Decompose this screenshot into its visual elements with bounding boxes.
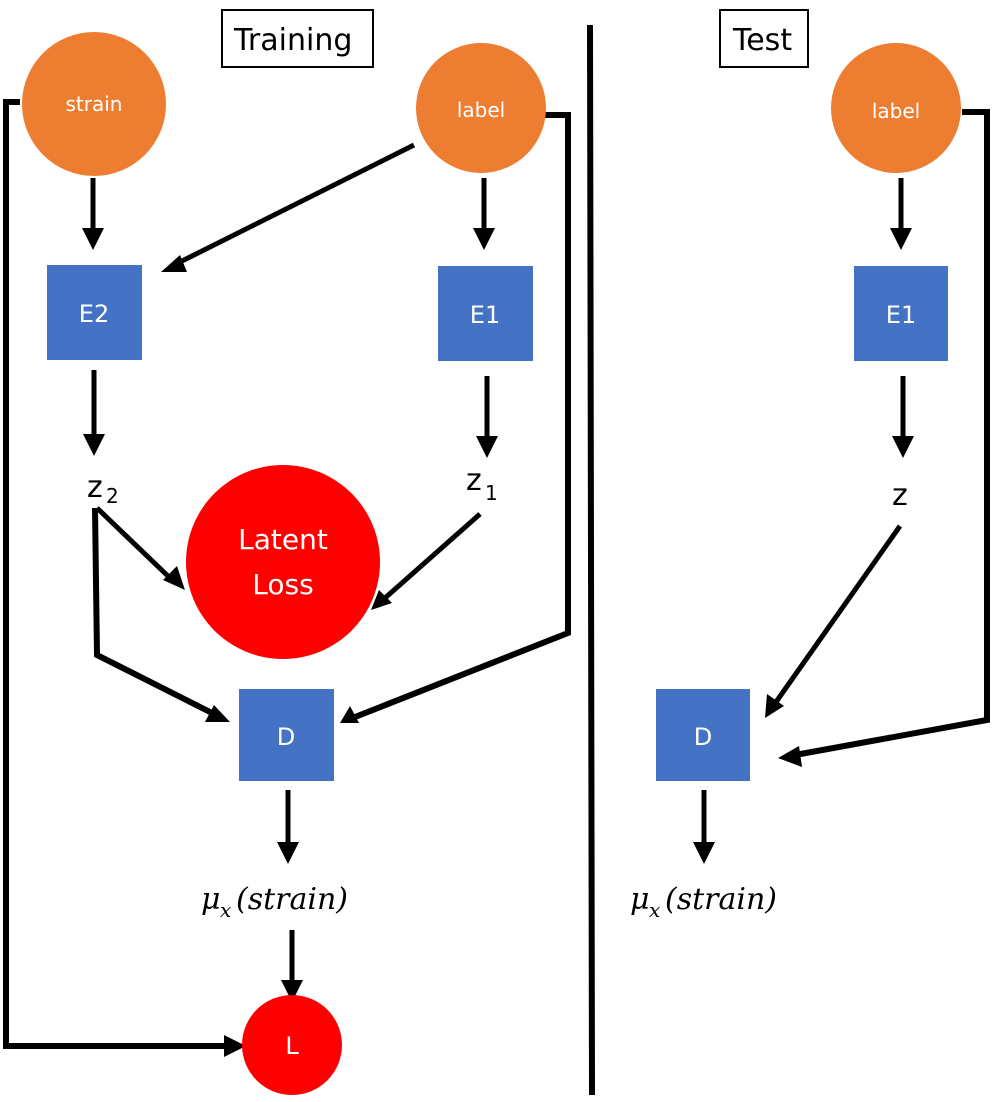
section-divider (587, 24, 595, 1096)
strain-node-label: strain (66, 92, 123, 116)
encoder2-label: E2 (79, 300, 109, 328)
test-title: Test (732, 23, 792, 58)
training-decoder-block: D (239, 689, 334, 781)
training-mu-subscript: x (220, 898, 231, 922)
test-encoder1-block: E1 (854, 266, 948, 361)
arrow-test-z-d (773, 524, 903, 704)
test-label-to-decoder-path (794, 109, 990, 758)
arrow-z1-latent (383, 512, 482, 600)
training-mu-symbol: μ (201, 882, 221, 917)
test-label-node-label: label (872, 99, 920, 123)
loss-node-label: L (285, 1032, 299, 1060)
training-title: Training (233, 23, 352, 58)
latent-loss-line2: Loss (252, 568, 313, 601)
training-mu-argument: (strain) (236, 882, 348, 917)
label-node-label: label (457, 98, 505, 122)
training-title-box: Training (221, 9, 374, 68)
strain-to-loss-path (3, 99, 228, 1049)
test-title-box: Test (719, 9, 809, 68)
label-input-node: label (416, 43, 546, 173)
latent-loss-node: Latent Loss (186, 465, 380, 659)
test-output-mu: μ x (strain) (630, 882, 777, 922)
z1-base: z (466, 463, 482, 498)
latent-loss-line1: Latent (238, 523, 328, 556)
training-connectors (3, 99, 571, 1049)
test-decoder-block: D (656, 689, 750, 781)
test-connectors (794, 109, 990, 758)
z2-to-decoder-path (92, 507, 214, 716)
training-decoder-label: D (277, 723, 295, 751)
z2-base: z (87, 470, 103, 505)
training-arrowheads (82, 228, 498, 1057)
training-arrows (90, 142, 490, 984)
test-decoder-label: D (694, 723, 712, 751)
arrow-label-e2 (174, 142, 416, 267)
encoder1-label: E1 (470, 301, 500, 329)
z2-variable: z 2 (87, 470, 119, 508)
label-to-decoder-path (353, 112, 571, 720)
test-encoder1-label: E1 (886, 301, 916, 329)
z1-variable: z 1 (466, 463, 498, 505)
test-z-variable: z (892, 478, 908, 513)
test-z-label: z (892, 478, 908, 513)
z2-subscript: 2 (106, 484, 119, 508)
test-mu-symbol: μ (630, 882, 650, 917)
test-arrows (701, 178, 906, 846)
reconstruction-loss-node: L (242, 995, 342, 1095)
test-mu-argument: (strain) (665, 882, 777, 917)
test-arrowheads (693, 228, 914, 864)
z1-subscript: 1 (485, 481, 498, 505)
test-label-input-node: label (831, 43, 961, 173)
encoder2-block: E2 (47, 265, 142, 360)
arrow-z2-latent (95, 506, 172, 580)
encoder1-block: E1 (438, 266, 533, 361)
strain-input-node: strain (22, 32, 166, 176)
test-mu-subscript: x (649, 898, 660, 922)
training-output-mu: μ x (strain) (201, 882, 348, 922)
